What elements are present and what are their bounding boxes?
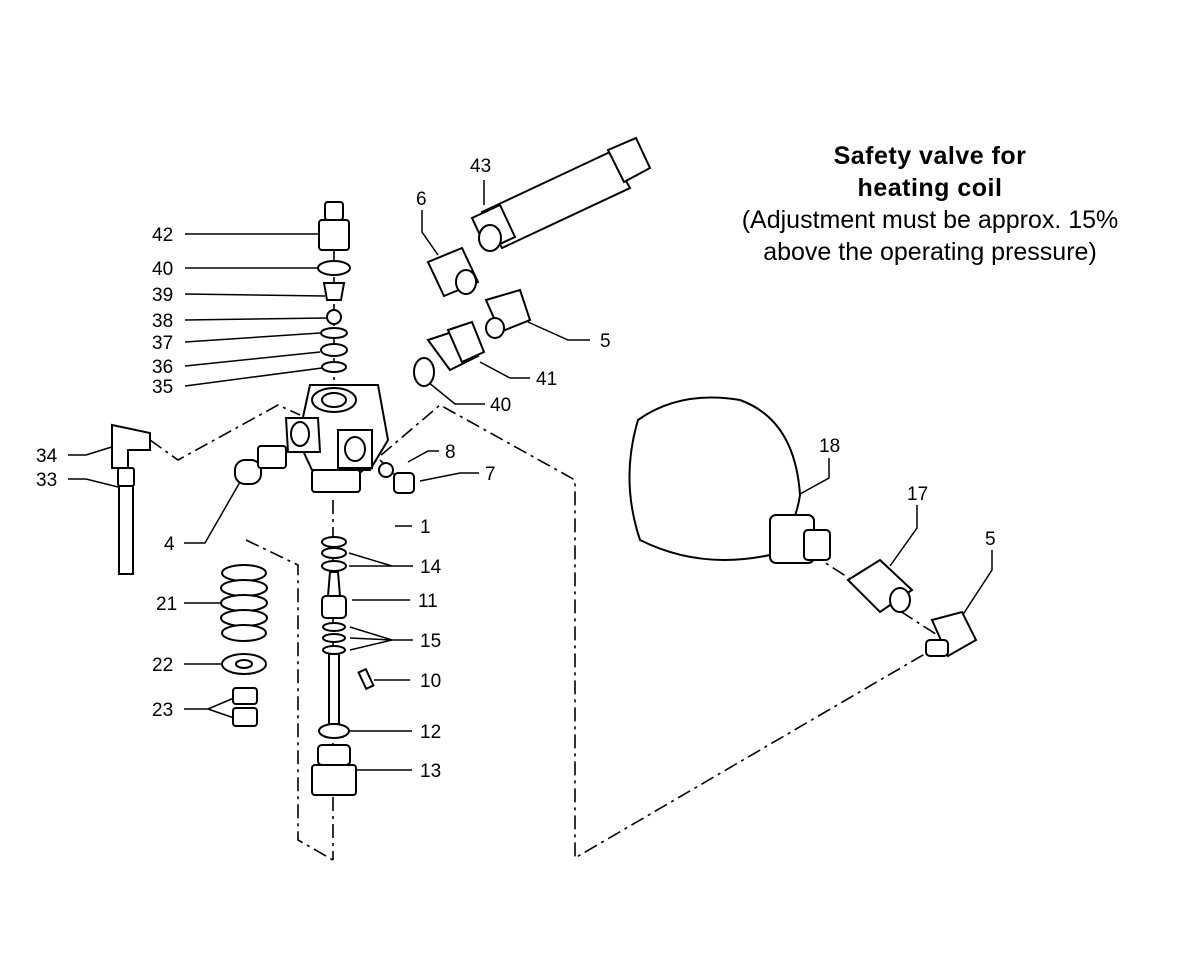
callout-23: 23 [152,700,173,721]
leader-lines [68,180,993,771]
callout-38: 38 [152,311,173,332]
callout-40a: 40 [152,259,173,280]
title-block: Safety valve for heating coil (Adjustmen… [700,140,1160,268]
callout-5a: 5 [600,331,611,352]
callout-13: 13 [420,761,441,782]
callout-42: 42 [152,225,173,246]
callout-43: 43 [470,156,491,177]
title-line-2: heating coil [857,174,1003,202]
callout-33: 33 [36,470,57,491]
spring-21 [220,564,268,642]
valve-body [284,384,390,493]
callout-22: 22 [152,655,173,676]
callout-11: 11 [418,591,438,612]
callout-12: 12 [420,722,441,743]
callout-6: 6 [416,189,427,210]
callout-18: 18 [819,436,840,457]
callout-17: 17 [907,484,928,505]
callout-21: 21 [156,594,177,615]
callout-37: 37 [152,333,173,354]
parts [111,136,978,796]
callout-1: 1 [420,517,431,538]
callout-41: 41 [536,369,557,390]
callout-36: 36 [152,357,173,378]
callout-40b: 40 [490,395,511,416]
hose-43 [470,136,652,252]
callout-5b: 5 [985,529,996,550]
callout-35: 35 [152,377,173,398]
callout-39: 39 [152,285,173,306]
callout-7: 7 [485,464,496,485]
callout-8: 8 [445,442,456,463]
callout-34: 34 [36,446,58,467]
callout-labels: 42 40 39 38 37 36 35 34 33 4 21 22 23 43… [36,156,996,782]
title-line-1: Safety valve for [833,142,1027,170]
callout-14: 14 [420,557,442,578]
adjustment-note-line-2: above the operating pressure) [763,238,1097,266]
callout-10: 10 [420,671,441,692]
accumulator-18 [628,396,831,564]
callout-15: 15 [420,631,441,652]
callout-4: 4 [164,534,175,555]
adjustment-note-line-1: (Adjustment must be approx. 15% [741,206,1119,234]
